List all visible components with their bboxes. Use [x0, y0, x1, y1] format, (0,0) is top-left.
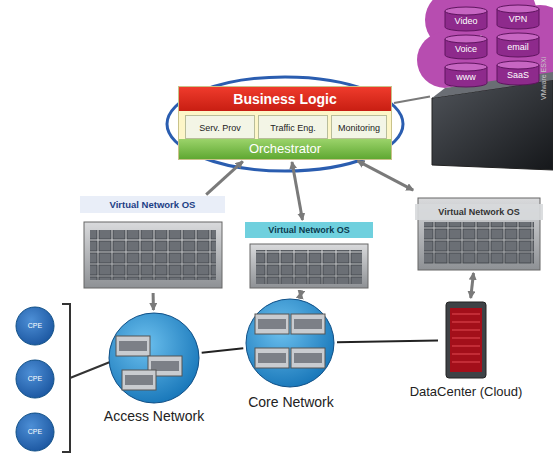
- control-box: Business LogicOrchestratorServ. ProvTraf…: [178, 86, 392, 160]
- network-circle: Access Network: [108, 312, 200, 404]
- node-text: Video: [444, 6, 488, 34]
- service-cylinder: VPN: [496, 4, 540, 30]
- cpe-circle: CPE: [15, 412, 55, 452]
- node-text: CPE: [15, 412, 55, 452]
- connector: [292, 162, 303, 220]
- network-circle-outline: [108, 312, 200, 404]
- network-circle-outline: [245, 298, 335, 388]
- connector: [394, 96, 430, 103]
- node-text: Virtual Network OS: [245, 222, 373, 238]
- esxi-server: [432, 72, 553, 170]
- node-text: VMware ESXi: [540, 57, 547, 100]
- node-text: www: [444, 62, 488, 90]
- connector: [358, 161, 414, 190]
- server-rack: [250, 244, 368, 288]
- node-text: Voice: [444, 34, 488, 62]
- service-cylinder: Video: [444, 6, 488, 32]
- connector: [206, 161, 243, 194]
- vnos-node: Virtual Network OS: [80, 196, 225, 291]
- network-circle: Core Network: [245, 298, 335, 388]
- connector: [300, 292, 301, 297]
- function-box: Monitoring: [331, 115, 387, 139]
- function-box: Traffic Eng.: [258, 115, 328, 139]
- node-text: Access Network: [88, 408, 220, 425]
- node-text: CPE: [15, 306, 55, 346]
- datacenter-node-outline: [440, 300, 492, 380]
- connector: [152, 293, 155, 310]
- connector: [337, 341, 438, 343]
- service-cylinder: Voice: [444, 34, 488, 60]
- server-rack: [84, 222, 222, 288]
- server-node: VMware ESXi Video VPN Voice email www SaaS: [432, 0, 553, 170]
- cpe-circle: CPE: [15, 306, 55, 346]
- node-text: email: [496, 32, 540, 60]
- connector: [471, 273, 474, 298]
- node-text: SaaS: [496, 60, 540, 88]
- cpe-circle: CPE: [15, 359, 55, 399]
- node-text: Business Logic: [179, 87, 391, 111]
- node-text: Virtual Network OS: [80, 196, 225, 213]
- node-text: Core Network: [225, 394, 357, 411]
- service-cylinder: www: [444, 62, 488, 88]
- vnos-node: Virtual Network OS: [245, 222, 373, 290]
- node-text: VPN: [496, 4, 540, 32]
- node-text: Virtual Network OS: [415, 204, 543, 220]
- service-cylinder: email: [496, 32, 540, 58]
- node-text: Monitoring: [332, 116, 386, 140]
- vnos-node: Virtual Network OS: [415, 178, 543, 271]
- node-text: DataCenter (Cloud): [406, 384, 526, 400]
- node-text: Serv. Prov: [186, 116, 254, 140]
- service-cylinder: SaaS: [496, 60, 540, 86]
- connector: [202, 348, 244, 353]
- function-box: Serv. Prov: [185, 115, 255, 139]
- cpe-bracket: [62, 304, 110, 452]
- node-text: Traffic Eng.: [259, 116, 327, 140]
- node-text: Orchestrator: [179, 139, 391, 159]
- datacenter-node: DataCenter (Cloud): [440, 300, 492, 380]
- cloud: [417, 0, 553, 99]
- orchestrator-ellipse: [167, 77, 403, 171]
- node-text: CPE: [15, 359, 55, 399]
